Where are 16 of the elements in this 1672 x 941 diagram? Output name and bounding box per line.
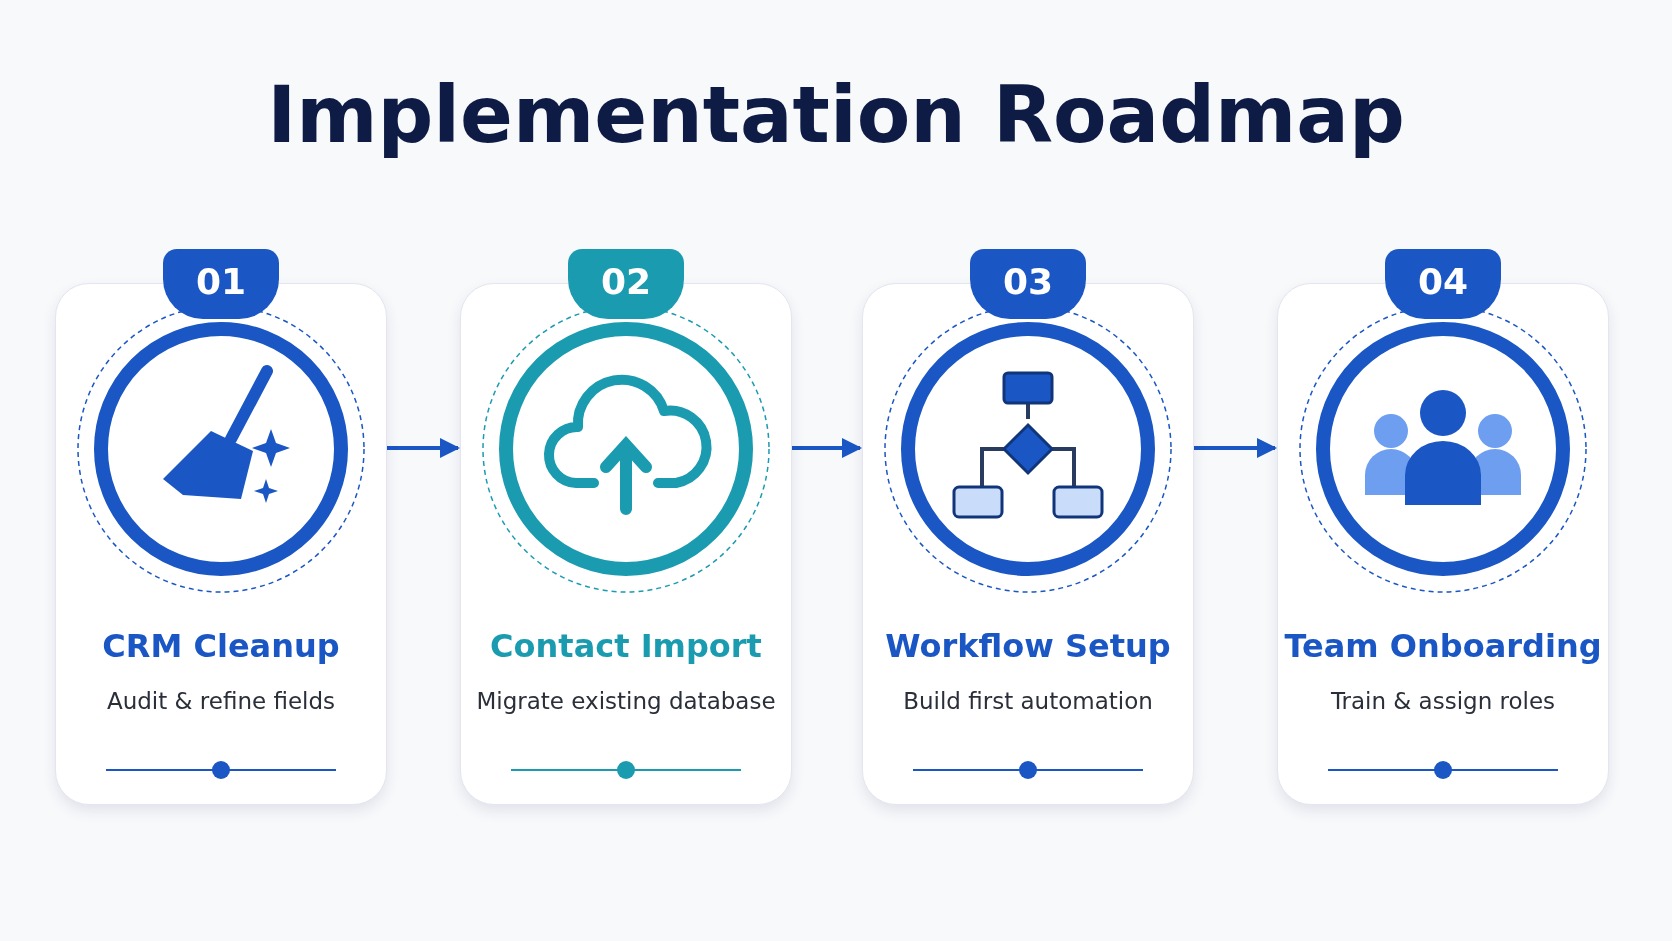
step-title: Team Onboarding xyxy=(1283,627,1603,665)
arrow xyxy=(792,438,862,458)
step-number: 04 xyxy=(1385,249,1501,319)
step-number: 02 xyxy=(568,249,684,319)
step-description: Audit & refine fields xyxy=(105,688,337,714)
title: Implementation Roadmap xyxy=(266,70,1406,160)
step-description: Migrate existing database xyxy=(475,688,777,714)
step-description: Train & assign roles xyxy=(1329,688,1557,714)
arrow xyxy=(1194,438,1277,458)
step-number: 03 xyxy=(970,249,1086,319)
step-description: Build first automation xyxy=(902,688,1154,714)
step-number: 01 xyxy=(163,249,279,319)
step-title: CRM Cleanup xyxy=(101,627,341,665)
arrow xyxy=(387,438,460,458)
step-title: Workflow Setup xyxy=(884,627,1172,665)
step-title: Contact Import xyxy=(489,627,763,665)
